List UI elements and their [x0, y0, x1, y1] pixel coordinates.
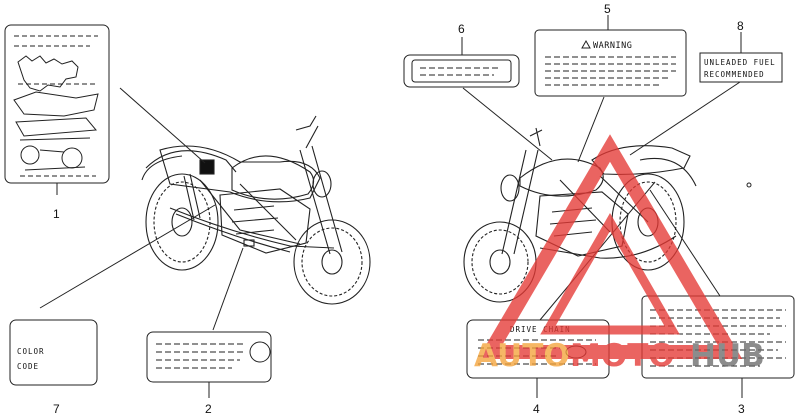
- label-7-color-code[interactable]: [9, 319, 98, 386]
- watermark-hub: HUB: [690, 338, 765, 374]
- drive-chain-text: DRIVE CHAIN: [510, 325, 571, 334]
- callout-3: 3: [738, 402, 745, 416]
- callout-8: 8: [737, 19, 744, 33]
- watermark-moto: MOTO: [570, 338, 675, 374]
- color-text: COLOR: [17, 347, 45, 356]
- unleaded-line2-text: RECOMMENDED: [704, 70, 765, 79]
- callout-2: 2: [205, 402, 212, 416]
- callout-6: 6: [458, 22, 465, 36]
- label-2-vin-label[interactable]: [146, 331, 272, 383]
- label-5-warning-label[interactable]: [534, 29, 687, 97]
- unleaded-line1-text: UNLEADED FUEL: [704, 58, 776, 67]
- watermark-logo: AUTO MOTO HUB: [474, 134, 765, 374]
- watermark-auto: AUTO: [474, 338, 570, 374]
- code-text: CODE: [17, 362, 39, 371]
- motorcycle-left-view: [141, 115, 371, 305]
- callout-5: 5: [604, 2, 611, 16]
- callout-1: 1: [53, 207, 60, 221]
- warning-text: WARNING: [593, 41, 632, 51]
- callout-7: 7: [53, 402, 60, 416]
- label-1-caution-sheet[interactable]: [4, 24, 110, 184]
- label-6-small-label[interactable]: [403, 54, 520, 88]
- callout-4: 4: [533, 402, 540, 416]
